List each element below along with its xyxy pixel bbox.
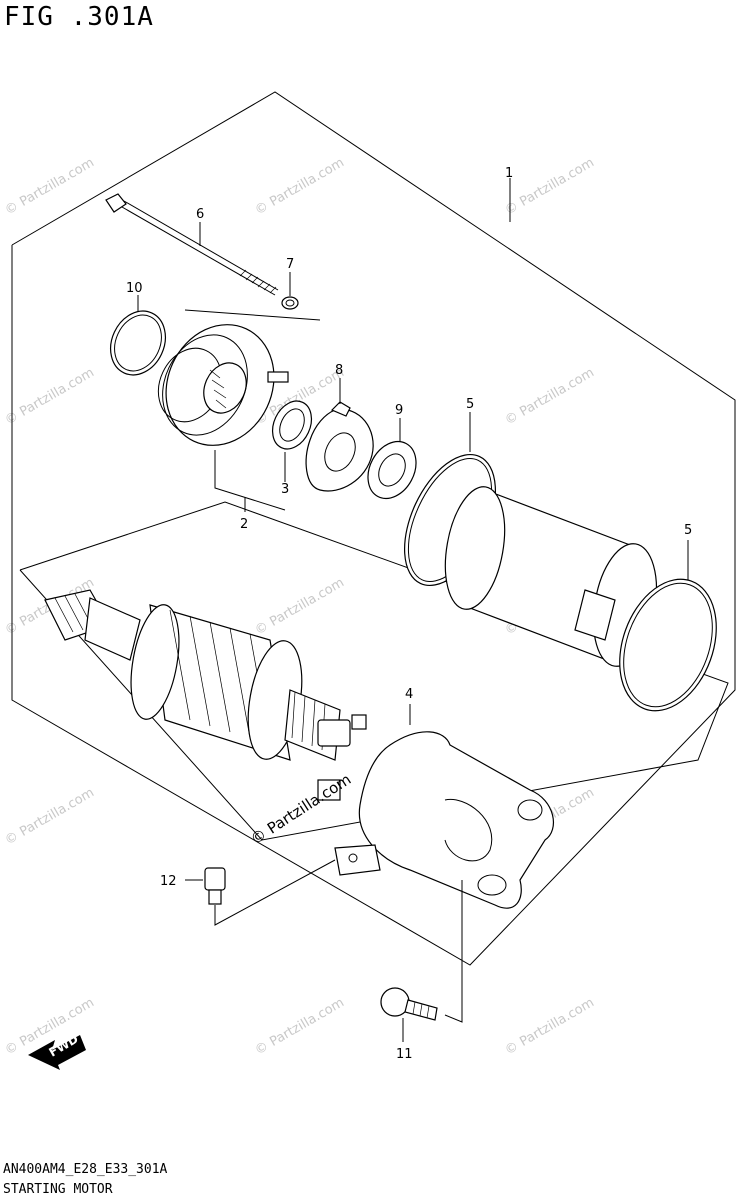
o-ring-yoke-rear [619, 540, 717, 712]
watermark: © Partzilla.com [3, 155, 97, 218]
callout-2: 2 [240, 517, 248, 532]
callout-7: 7 [286, 257, 294, 272]
watermark: © Partzilla.com [3, 785, 97, 848]
figure-caption: STARTING MOTOR [3, 1182, 113, 1197]
watermark: © Partzilla.com [503, 365, 597, 428]
armature [44, 589, 367, 761]
callout-5b: 5 [684, 523, 692, 538]
thrust-washer [367, 418, 417, 500]
watermark: © Partzilla.com [253, 995, 347, 1058]
figure-title: FIG .301A [4, 2, 154, 32]
through-bolt [105, 193, 279, 296]
callout-labels: 1 2 3 4 5 5 6 7 8 9 10 11 12 [126, 166, 692, 1062]
watermark: © Partzilla.com [253, 575, 347, 638]
oil-seal [271, 400, 313, 482]
callout-9: 9 [395, 403, 403, 418]
callout-5a: 5 [466, 397, 474, 412]
callout-10: 10 [126, 281, 143, 296]
center-watermark: © Partzilla.com [247, 770, 354, 848]
watermark: © Partzilla.com [3, 365, 97, 428]
reference-code: AN400AM4_E28_E33_301A [3, 1162, 168, 1177]
small-washer [281, 272, 299, 310]
o-ring-front [110, 295, 166, 376]
callout-8: 8 [335, 363, 343, 378]
callout-4: 4 [405, 687, 413, 702]
armature-outline [19, 501, 729, 841]
yoke [444, 486, 658, 667]
watermark: © Partzilla.com [503, 995, 597, 1058]
watermark: © Partzilla.com [253, 155, 347, 218]
callout-3: 3 [281, 482, 289, 497]
callout-11: 11 [396, 1047, 413, 1062]
watermark: © Partzilla.com [503, 155, 597, 218]
callout-1: 1 [505, 166, 513, 181]
lock-plate [305, 378, 374, 492]
bolt-11 [380, 880, 463, 1042]
assembly-outline [11, 91, 736, 966]
screw-12 [185, 859, 336, 926]
callout-12: 12 [160, 874, 177, 889]
rear-housing [317, 704, 554, 909]
front-housing [157, 309, 321, 512]
callout-6: 6 [196, 207, 204, 222]
